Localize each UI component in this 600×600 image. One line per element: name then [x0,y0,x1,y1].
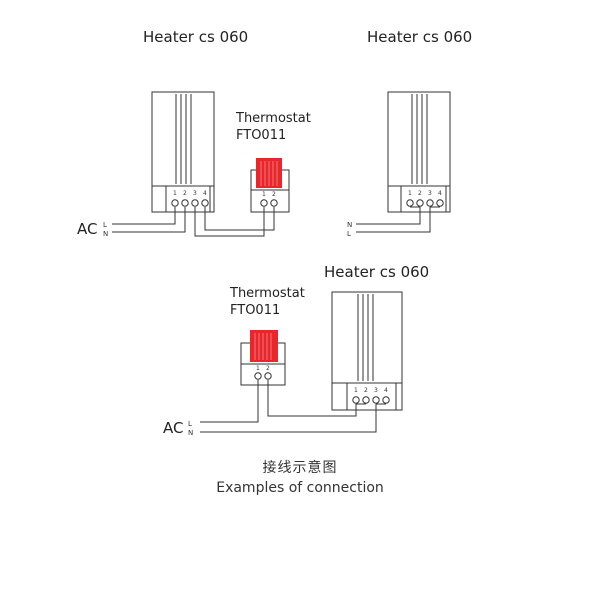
terminal-label: 1 [354,387,358,394]
heater-unit [151,91,215,213]
terminal-label: 1 [408,190,412,197]
terminal-label: 2 [418,190,422,197]
terminal-label: 4 [203,190,207,197]
wiring [356,206,440,233]
terminal-label: 2 [364,387,368,394]
thermostat-unit [250,158,290,213]
diagram-3: Heater cs 060 1 2 3 4 Thermostat FTO011 [163,263,429,437]
line-l-label: L [347,230,351,238]
terminal-label: 2 [183,190,187,197]
line-n-label: N [103,230,108,238]
wiring [200,380,386,433]
line-l-label: L [103,221,107,229]
terminal-label: 4 [438,190,442,197]
thermostat-model: FTO011 [230,303,280,318]
terminal-label: 1 [262,191,266,198]
heater-unit [331,291,403,411]
heater-unit [387,91,451,213]
heater-label: Heater cs 060 [143,28,248,46]
ac-label: AC [77,220,97,238]
line-n-label: N [347,221,352,229]
wiring [112,207,275,237]
diagram-1: Heater cs 060 1 2 3 4 Thermostat FTO011 [77,28,311,238]
line-l-label: L [188,420,192,428]
caption-english: Examples of connection [216,480,384,496]
terminal-label: 2 [272,191,276,198]
terminal-label: 3 [374,387,378,394]
diagram-2: Heater cs 060 1 2 3 4 N L [347,28,472,238]
heater-label: Heater cs 060 [367,28,472,46]
line-n-label: N [188,429,193,437]
terminal-label: 3 [193,190,197,197]
terminal-label: 1 [173,190,177,197]
thermostat-label: Thermostat [235,111,311,126]
terminal-label: 2 [266,365,270,372]
terminal-label: 1 [256,365,260,372]
ac-label: AC [163,419,183,437]
thermostat-model: FTO011 [236,128,286,143]
terminal-label: 4 [384,387,388,394]
caption-chinese: 接线示意图 [262,460,338,476]
heater-label: Heater cs 060 [324,263,429,281]
terminal-label: 3 [428,190,432,197]
thermostat-label: Thermostat [229,286,305,301]
thermostat-unit [240,330,286,386]
